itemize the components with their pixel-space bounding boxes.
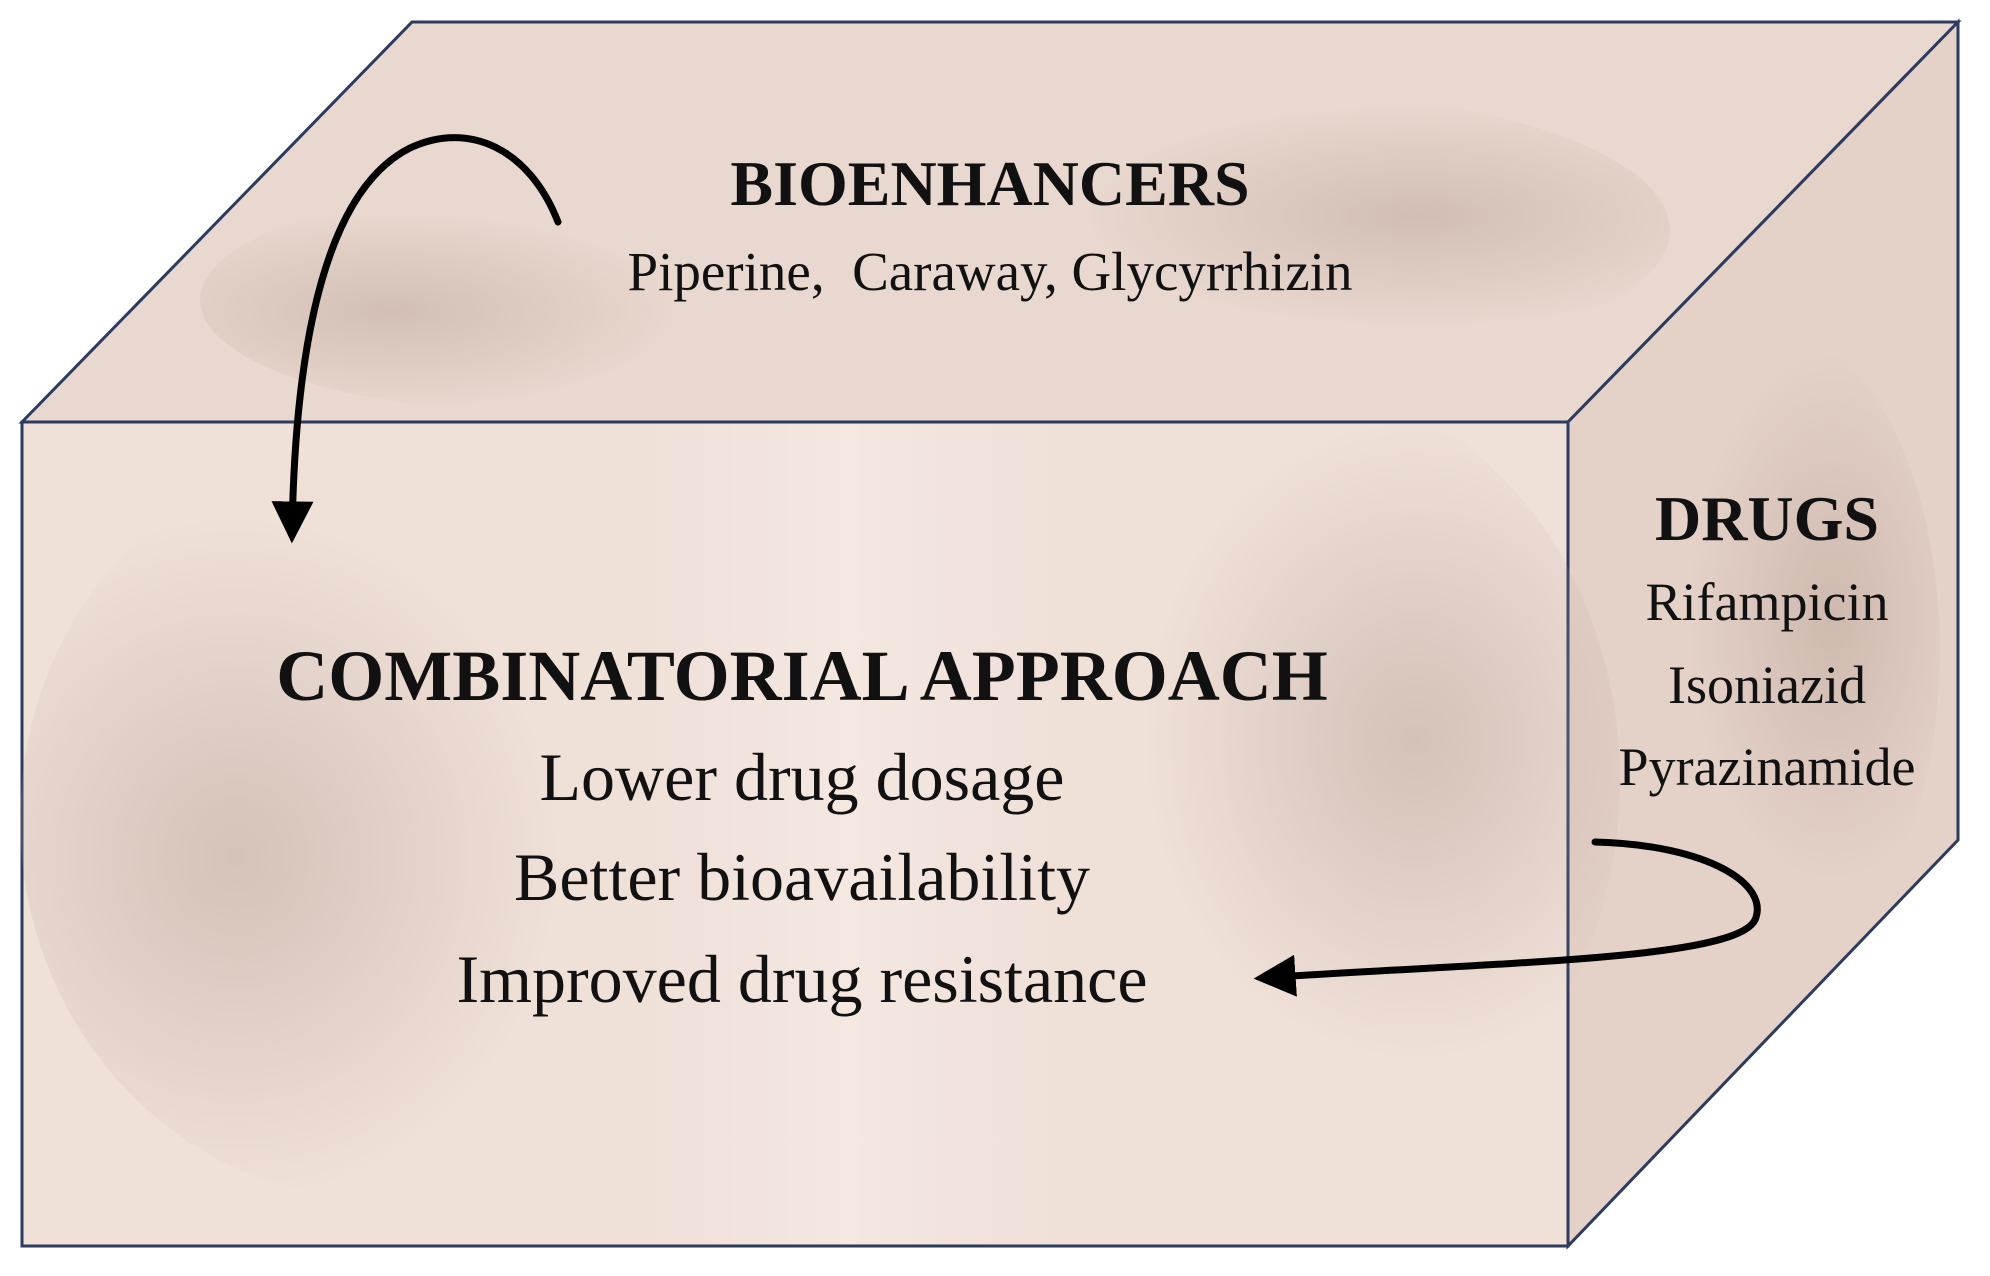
bioenhancers-arrow: [271, 134, 562, 544]
benefit-item: Lower drug dosage: [540, 739, 1065, 815]
benefit-item: Better bioavailability: [514, 839, 1090, 915]
top-face-shading: [830, 90, 1670, 370]
drugs-arrow: [1253, 838, 1761, 997]
drug-item: Pyrazinamide: [1619, 737, 1916, 797]
drugs-heading: DRUGS: [1655, 483, 1879, 554]
front-face-shading-right: [940, 380, 1620, 1180]
bioenhancers-list: Piperine, Caraway, Glycyrrhizin: [628, 241, 1353, 302]
combinatorial-approach-heading: COMBINATORIAL APPROACH: [276, 636, 1327, 716]
bioenhancers-heading: BIOENHANCERS: [730, 148, 1249, 219]
drug-item: Rifampicin: [1646, 572, 1889, 632]
top-face-shading-2: [200, 190, 840, 410]
front-face-shading-left: [20, 440, 740, 1200]
drug-item: Isoniazid: [1668, 655, 1866, 715]
front-face-spine-highlight: [640, 424, 1060, 1244]
side-face-shading: [1580, 320, 1940, 980]
benefit-item: Improved drug resistance: [456, 941, 1147, 1017]
